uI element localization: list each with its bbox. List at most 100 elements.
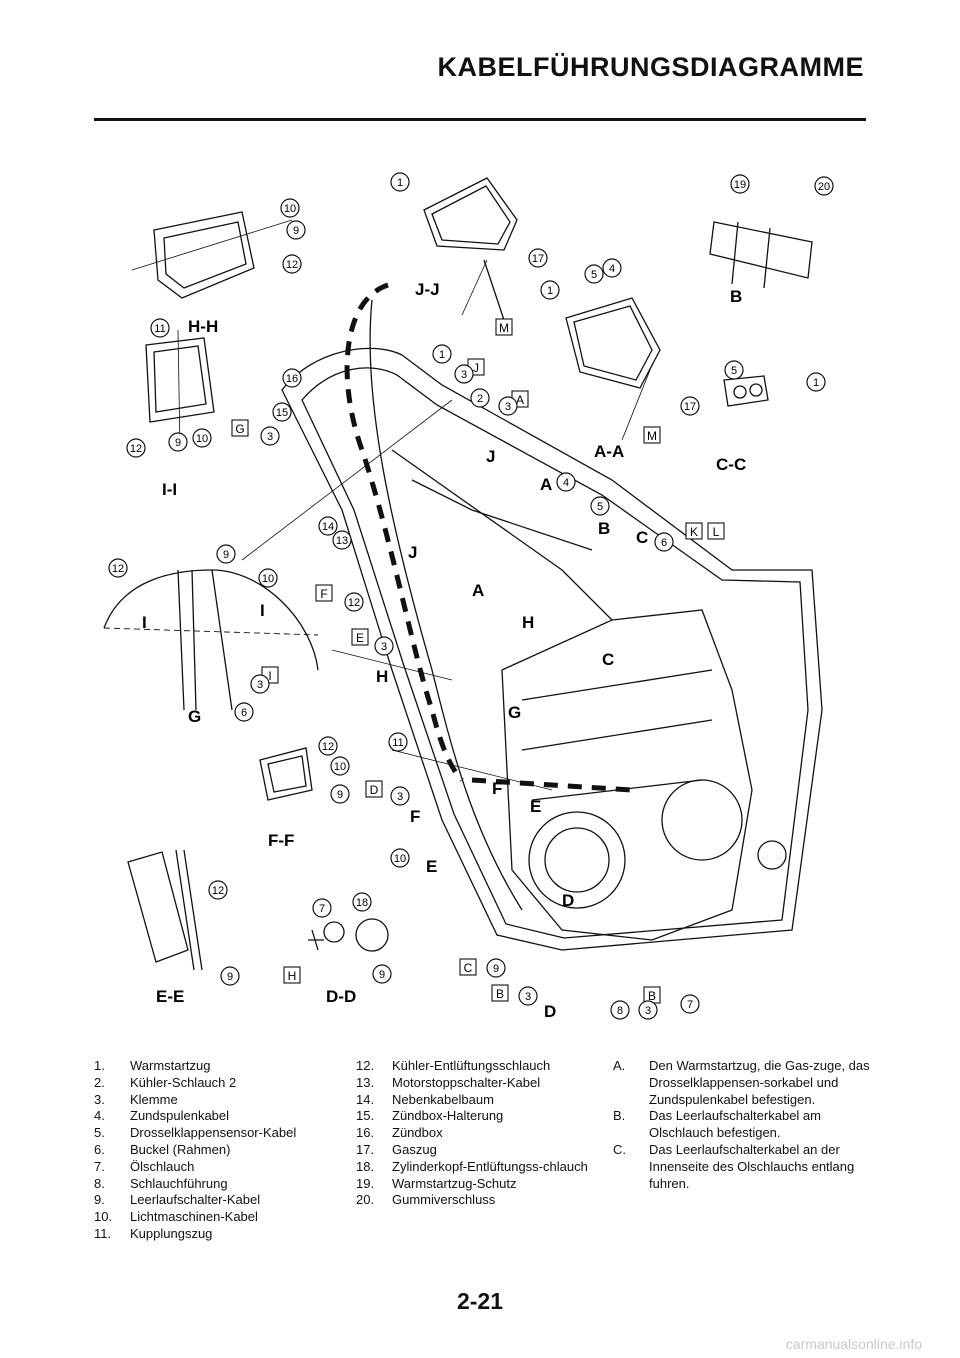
legend-item: 12.Kühler-Entlüftungsschlauch [356, 1058, 606, 1075]
callout-number: 10 [196, 433, 208, 445]
callout-number: 3 [525, 991, 531, 1003]
wiring-diagram: H-H J-J B I-I A-A C-C G F-F E-E D-D J J … [92, 150, 882, 1030]
callout-number: 3 [267, 431, 273, 443]
section-label-j-j: J-J [415, 280, 440, 299]
arrow-letter-i: I [142, 613, 147, 632]
callout-number: 9 [493, 963, 499, 975]
callout-marker: 11 [150, 318, 170, 338]
legend-item-text: Leerlaufschalter-Kabel [130, 1192, 261, 1208]
callout-number: 12 [212, 885, 224, 897]
callout-number: 5 [731, 365, 737, 377]
callout-marker: 9 [216, 544, 236, 564]
callout-marker: 17 [680, 396, 700, 416]
legend-item-text: Ölschlauch [130, 1158, 195, 1174]
callout-marker: 1 [390, 172, 410, 192]
legend-item: 20.Gummiverschluss [356, 1192, 606, 1209]
legend-item-text: Klemme [130, 1091, 178, 1107]
callout-number: 10 [262, 573, 274, 585]
callout-number: 4 [609, 263, 615, 275]
page-title: KABELFÜHRUNGSDIAGRAMME [437, 52, 864, 82]
callout-number: 5 [597, 501, 603, 513]
callout-number: 9 [293, 225, 299, 237]
box-label: M [495, 318, 513, 336]
legend-item: 17.Gaszug [356, 1142, 606, 1159]
callout-marker: 9 [372, 964, 392, 984]
callout-marker: 3 [498, 396, 518, 416]
callout-number: 14 [322, 521, 334, 533]
section-label-b: B [730, 287, 742, 306]
callout-marker: 5 [590, 496, 610, 516]
section-label-h-h: H-H [188, 317, 218, 336]
legend-item-text: Zündbox-Halterung [392, 1108, 504, 1124]
wiring-diagram-svg: H-H J-J B I-I A-A C-C G F-F E-E D-D J J … [103, 172, 834, 1021]
callout-marker: 3 [638, 1000, 658, 1020]
callout-marker: 3 [390, 786, 410, 806]
box-label: C [459, 958, 477, 976]
arrow-letter-f: F [492, 779, 502, 798]
box-label: B [643, 986, 661, 1004]
legend-item-number: 16. [356, 1125, 375, 1141]
legend-item-text: Kühler-Schlauch 2 [130, 1074, 237, 1090]
callout-marker: 4 [602, 258, 622, 278]
callout-marker: 10 [192, 428, 212, 448]
legend-item-number: 1. [94, 1058, 105, 1073]
legend-item: 18.Zylinderkopf-Entlüftungss-chlauch [356, 1159, 606, 1176]
arrow-letter-d: D [562, 891, 574, 910]
callout-number: 3 [461, 369, 467, 381]
callout-marker: 12 [208, 880, 228, 900]
callout-marker: 13 [332, 530, 352, 550]
legend-item: 19.Warmstartzug-Schutz [356, 1176, 606, 1193]
legend-item-number: 6. [94, 1141, 105, 1157]
box-label: D [365, 780, 383, 798]
legend-item-number: 8. [94, 1175, 105, 1191]
legend-item: C.Das Leerlaufschalterkabel an der Innen… [613, 1142, 873, 1192]
legend-item-text: Zylinderkopf-Entlüftungss-chlauch [392, 1158, 588, 1174]
legend-item: B.Das Leerlaufschalterkabel am Olschlauc… [613, 1108, 873, 1142]
arrow-letter-a: A [472, 581, 484, 600]
legend-item: 4.Zundspulenkabel [94, 1108, 344, 1125]
legend-item: 15.Zündbox-Halterung [356, 1108, 606, 1125]
callout-marker: 10 [258, 568, 278, 588]
box-label-text: A [516, 393, 524, 407]
legend-item: 7.Ölschlauch [94, 1159, 344, 1176]
legend-item-text: Lichtmaschinen-Kabel [130, 1209, 258, 1225]
legend-item-text: Den Warmstartzug, die Gas-zuge, das Dros… [649, 1058, 870, 1107]
box-label: L [707, 522, 725, 540]
callout-marker: 10 [280, 198, 300, 218]
callout-number: 1 [547, 285, 553, 297]
callout-number: 6 [241, 707, 247, 719]
legend-item-text: Warmstartzug [130, 1058, 211, 1073]
callout-marker: 3 [260, 426, 280, 446]
legend-item-number: A. [613, 1058, 626, 1073]
legend-item-text: Zundspulenkabel [130, 1108, 230, 1124]
callout-number: 5 [591, 269, 597, 281]
box-label-text: D [370, 783, 379, 797]
legend-item: 6.Buckel (Rahmen) [94, 1142, 344, 1159]
callout-number: 7 [319, 903, 325, 915]
callout-number: 18 [356, 897, 368, 909]
legend-item-text: Kühler-Entlüftungsschlauch [392, 1058, 551, 1073]
callout-marker: 11 [388, 732, 408, 752]
callout-marker: 10 [330, 756, 350, 776]
legend-item-text: Nebenkabelbaum [392, 1091, 494, 1107]
callout-marker: 3 [250, 674, 270, 694]
callout-number: 19 [734, 179, 746, 191]
header-rule [94, 118, 866, 121]
box-label: K [685, 522, 703, 540]
section-label-g: G [188, 707, 201, 726]
callout-number: 1 [813, 377, 819, 389]
legend-item-number: 9. [94, 1192, 105, 1208]
callout-number: 11 [154, 323, 165, 335]
section-label-d-d: D-D [326, 987, 356, 1006]
legend-item: 13.Motorstoppschalter-Kabel [356, 1075, 606, 1092]
legend-item: 5.Drosselklappensensor-Kabel [94, 1125, 344, 1142]
callout-marker: 2 [470, 388, 490, 408]
legend-item-number: 14. [356, 1091, 375, 1107]
callout-number: 3 [505, 401, 511, 413]
box-label-text: L [713, 525, 720, 539]
callout-number: 3 [645, 1005, 651, 1017]
legend-column-3: A. Den Warmstartzug, die Gas-zuge, das Dr… [613, 1058, 873, 1192]
legend-item-text: Zündbox [392, 1125, 443, 1141]
